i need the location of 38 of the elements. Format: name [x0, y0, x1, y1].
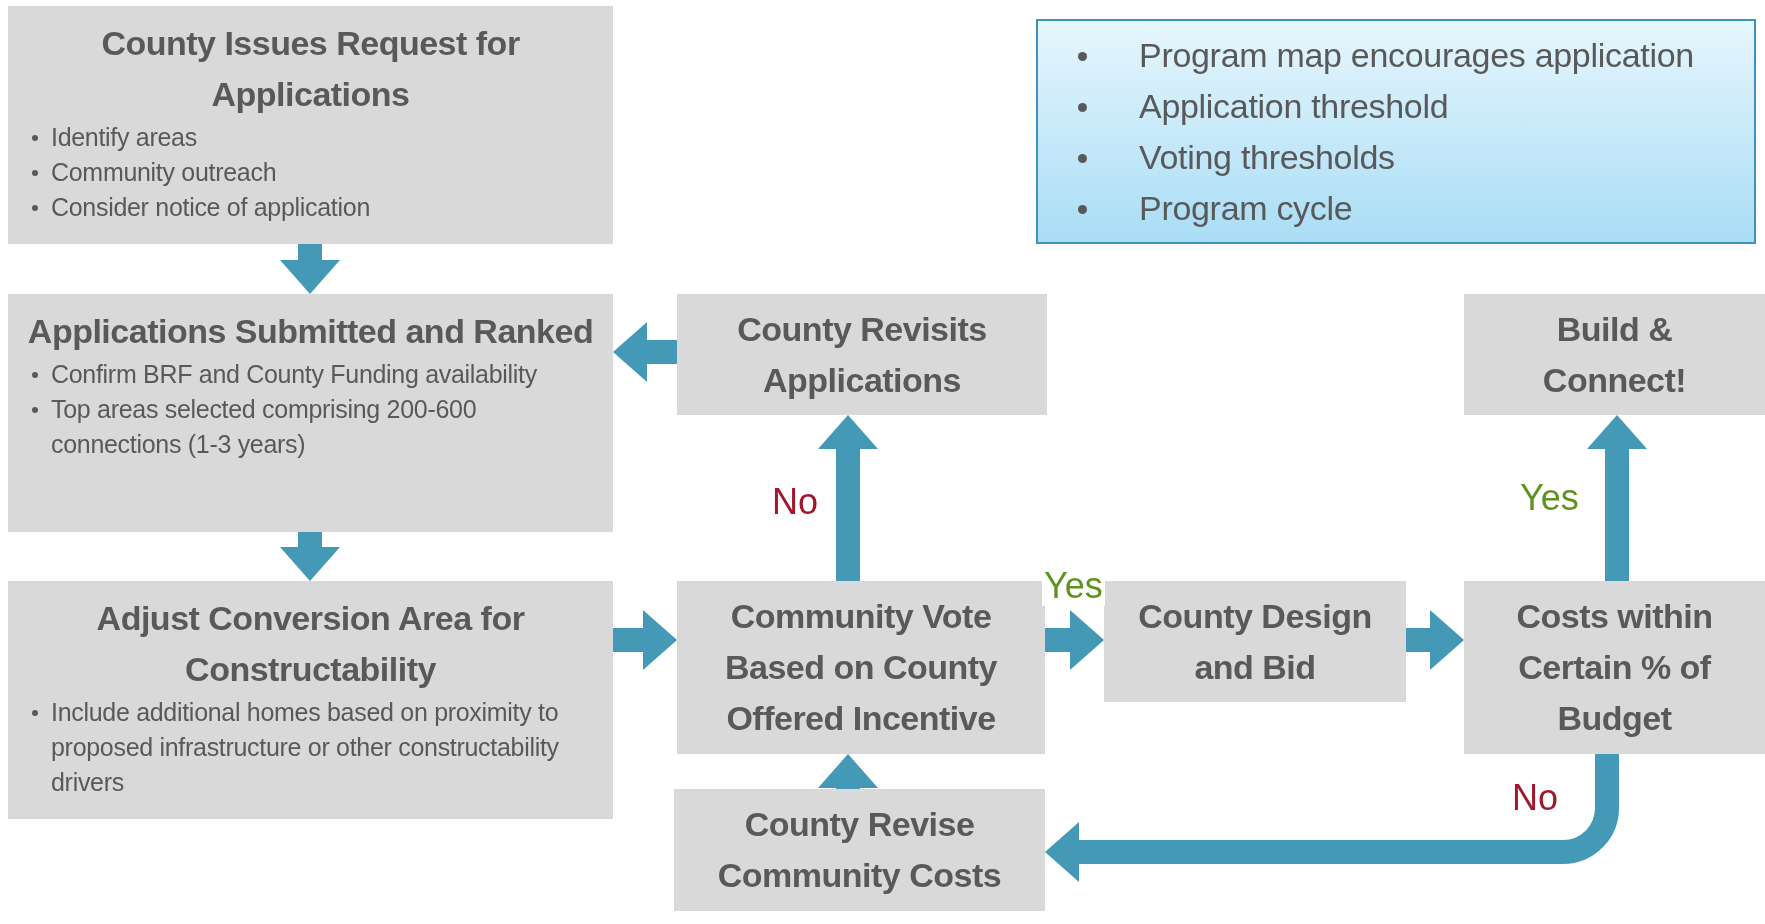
arrow — [613, 610, 677, 670]
arrow — [1587, 415, 1647, 581]
process-box — [8, 294, 613, 532]
process-box — [1104, 581, 1406, 702]
bullet-item: Identify areas — [51, 122, 197, 153]
bullet-item: Consider notice of application — [51, 192, 370, 223]
box-heading: County Issues Request for Applications — [100, 23, 521, 115]
box-heading: County Revise Community Costs — [716, 804, 1003, 896]
box-heading: County Revisits Applications — [736, 308, 988, 401]
process-box — [677, 294, 1047, 415]
bullet-item: Program cycle — [1139, 187, 1353, 229]
bullet-item: Application threshold — [1139, 85, 1449, 127]
box-heading: Adjust Conversion Area for Constructability — [95, 598, 526, 690]
arrow — [280, 244, 340, 294]
bullet-item: Include additional homes based on proximity to proposed infrastructure or other constructability drivers — [51, 697, 560, 798]
bullet-item: Voting thresholds — [1139, 136, 1395, 178]
note-box — [1036, 19, 1756, 244]
bullet-item: Community outreach — [51, 157, 277, 188]
arrow — [280, 532, 340, 581]
arrow — [818, 754, 878, 789]
arrow — [613, 322, 677, 382]
arrow — [1045, 610, 1104, 670]
bullet-item: Program map encourages application — [1139, 34, 1694, 76]
arrow — [818, 415, 878, 581]
process-box — [677, 581, 1045, 754]
process-box — [8, 6, 613, 244]
box-heading: Build & Connect! — [1541, 308, 1688, 401]
process-box — [674, 789, 1045, 911]
process-box — [1464, 581, 1765, 754]
process-box — [8, 581, 613, 819]
box-heading: County Design and Bid — [1137, 595, 1373, 688]
box-heading: Costs within Certain % of Budget — [1515, 596, 1714, 739]
bullet-item: Top areas selected comprising 200-600 connections (1-3 years) — [51, 394, 478, 460]
box-heading: Community Vote Based on County Offered Incentive — [723, 596, 999, 739]
bullet-item: Confirm BRF and County Funding availability — [51, 359, 537, 390]
box-heading: Applications Submitted and Ranked — [26, 311, 595, 352]
arrow — [1406, 610, 1464, 670]
process-box — [1464, 294, 1765, 415]
